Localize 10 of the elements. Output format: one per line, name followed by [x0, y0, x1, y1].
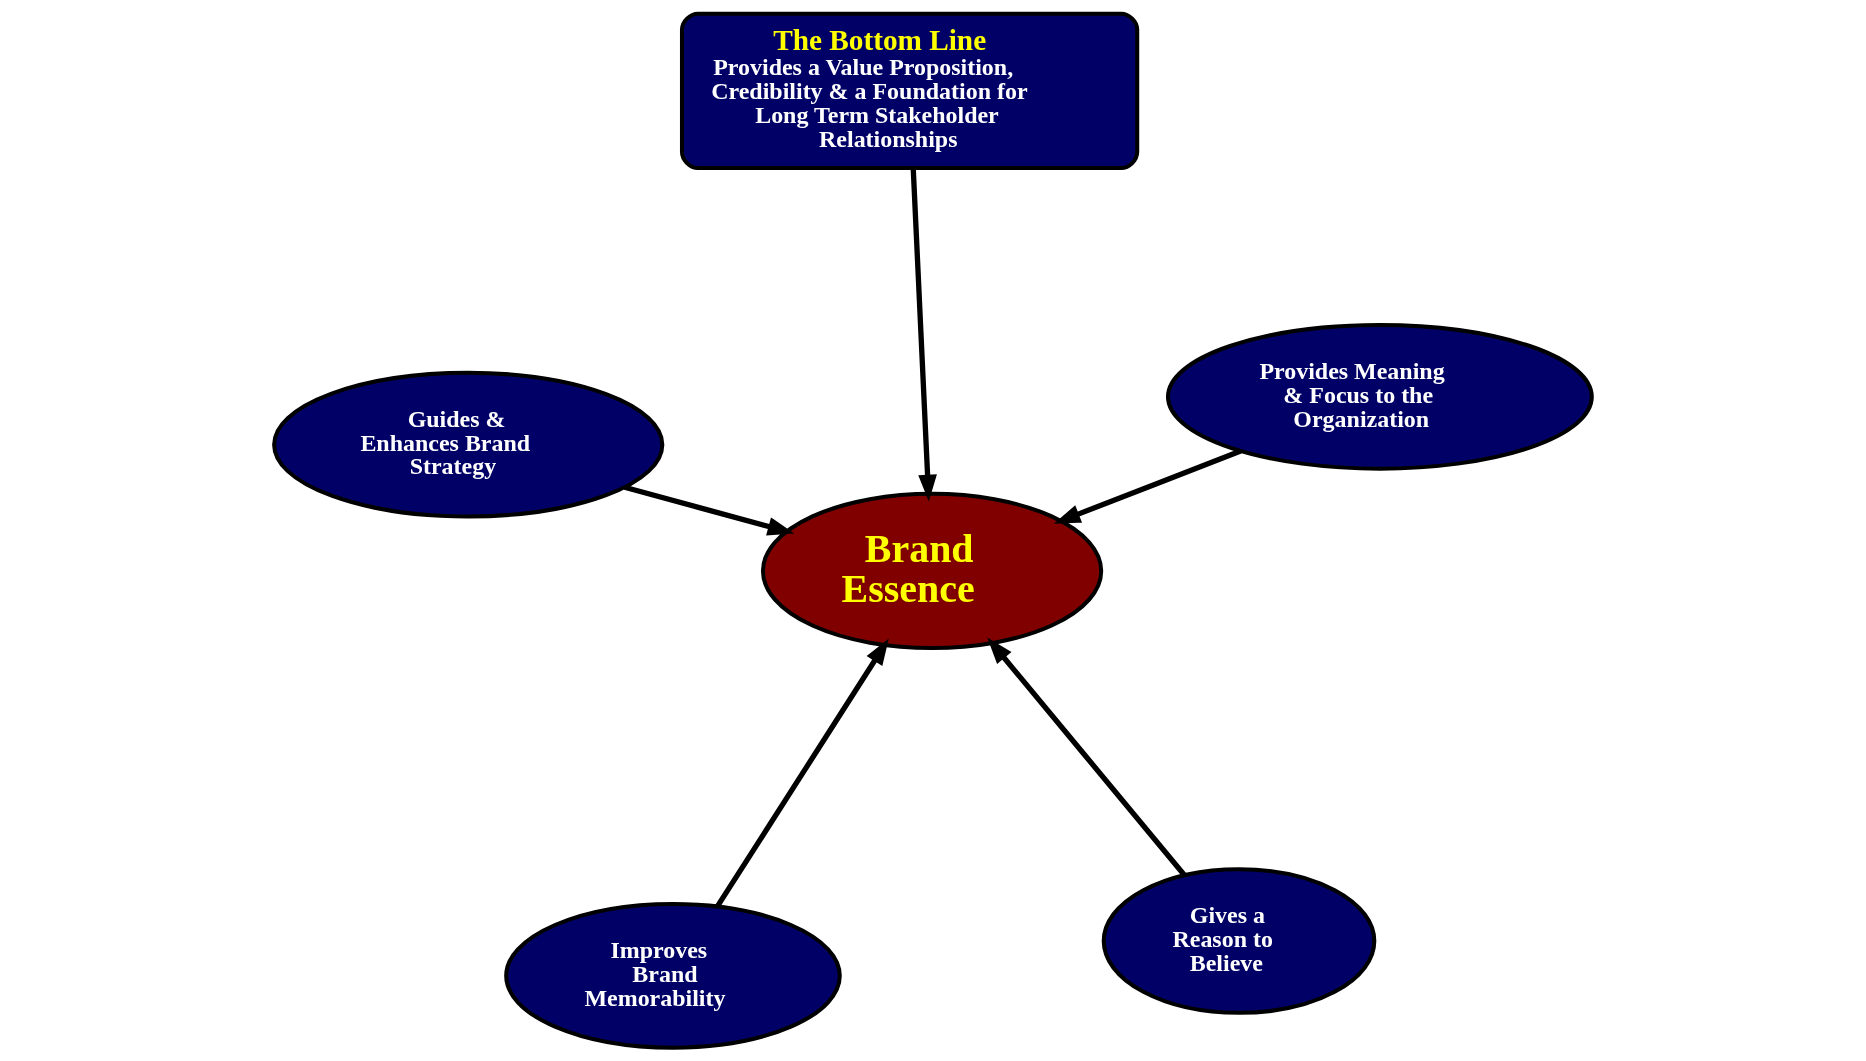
arrow — [623, 484, 795, 536]
arrow — [987, 637, 1187, 877]
node-ellipse: Improves Brand Memorability — [504, 901, 842, 1050]
node-ellipse: Guides & Enhances Brand Strategy — [272, 370, 665, 519]
arrow — [910, 168, 937, 502]
arrow — [1053, 448, 1242, 524]
node-ellipse: Brand Essence — [760, 491, 1104, 651]
node-ellipse: Gives a Reason to Believe — [1101, 867, 1377, 1015]
node-ellipse: Provides Meaning & Focus to the Organization — [1165, 322, 1594, 471]
node-box: The Bottom Line Provides a Value Proposition, Credibility & a Foundation for Long Term Stakeholder Relationships — [679, 11, 1140, 171]
